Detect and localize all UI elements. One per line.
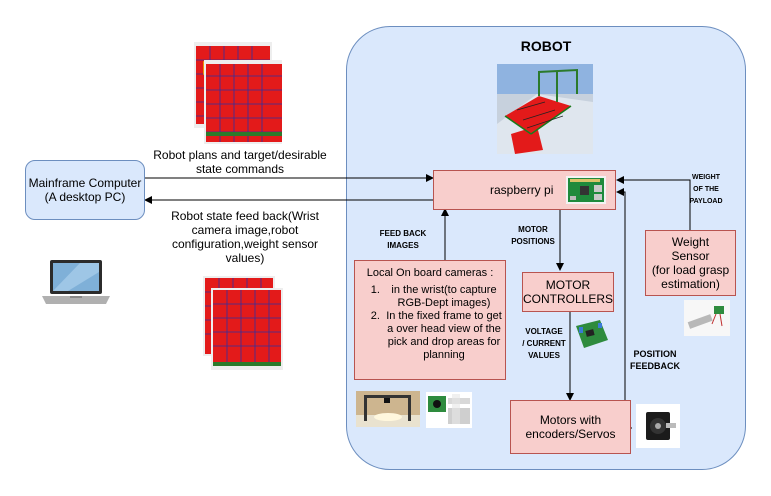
motor-driver-board-icon: [576, 320, 608, 348]
load-cell-icon: [684, 300, 730, 336]
weight-sensor-line3: (for load grasp: [651, 263, 730, 277]
onboard-cameras-node: Local On board cameras : in the wrist(to…: [354, 260, 506, 380]
wrist-camera-module-photo: [426, 392, 472, 428]
edge-weight-line3: PAYLOAD: [689, 198, 723, 205]
weight-sensor-line4: estimation): [661, 277, 720, 291]
cameras-item-fixed-frame: In the fixed frame to get a over head vi…: [383, 310, 505, 362]
motors-line1: Motors with: [539, 413, 602, 427]
edge-position-feedback-line1: POSITION: [633, 349, 677, 359]
arrow-position-feedback: [616, 188, 632, 429]
edge-voltage-line2: / CURRENT: [522, 339, 566, 348]
weight-sensor-node: Weight Sensor (for load grasp estimation…: [645, 230, 736, 296]
mainframe-line2: (A desktop PC): [44, 190, 126, 204]
edge-voltage-line1: VOLTAGE: [525, 327, 563, 336]
motor-controllers-line2: CONTROLLERS: [522, 292, 614, 306]
edge-position-feedback-line2: FEEDBACK: [629, 361, 680, 371]
simulation-scene-thumbnail: [497, 64, 593, 154]
mainframe-computer-node: Mainframe Computer (A desktop PC): [25, 160, 145, 220]
edge-feedback-line4: values): [225, 251, 265, 265]
motor-controllers-line1: MOTOR: [545, 278, 591, 292]
weight-sensor-line1: Weight: [671, 235, 710, 249]
edge-label-position-feedback: POSITION FEEDBACK: [624, 348, 686, 372]
cameras-list: in the wrist(to capture RGB-Dept images)…: [355, 284, 505, 362]
feedback-grid-images: [203, 276, 283, 370]
edge-feedback-images-line2: IMAGES: [387, 241, 419, 250]
servo-motor-icon: [636, 404, 680, 448]
cameras-title: Local On board cameras :: [366, 267, 494, 279]
mainframe-line1: Mainframe Computer: [28, 176, 142, 190]
edge-label-plans: Robot plans and target/desirable state c…: [150, 148, 330, 176]
weight-sensor-line2: Sensor: [671, 249, 710, 263]
edge-motor-positions-line1: MOTOR: [518, 225, 548, 234]
edge-feedback-line2: camera image,robot: [191, 223, 299, 237]
edge-feedback-images-line1: FEED BACK: [379, 229, 427, 238]
laptop-icon: [42, 260, 110, 304]
fixed-frame-camera-photo: [356, 391, 420, 427]
raspberry-pi-label: raspberry pi: [490, 183, 554, 197]
target-state-grid-images: [194, 42, 282, 144]
edge-plans-line1: Robot plans and target/desirable: [153, 148, 327, 162]
edge-label-feedback-images: FEED BACK IMAGES: [370, 228, 436, 252]
edge-weight-line1: WEIGHT: [692, 174, 720, 181]
edge-weight-line2: OF THE: [693, 186, 719, 193]
edge-label-motor-positions: MOTOR POSITIONS: [504, 224, 562, 248]
edge-motor-positions-line2: POSITIONS: [511, 237, 555, 246]
arrow-weight: [616, 176, 691, 230]
edge-feedback-line1: Robot state feed back(Wrist: [171, 209, 319, 223]
edge-label-feedback: Robot state feed back(Wrist camera image…: [160, 209, 330, 265]
cameras-item-wrist: in the wrist(to capture RGB-Dept images): [383, 284, 505, 310]
motor-controllers-node: MOTOR CONTROLLERS: [522, 272, 614, 312]
raspberry-pi-board-icon: [566, 176, 606, 204]
motors-node: Motors with encoders/Servos: [510, 400, 631, 454]
robot-title: ROBOT: [520, 38, 572, 54]
edge-plans-line2: state commands: [195, 162, 285, 176]
edge-label-voltage: VOLTAGE / CURRENT VALUES: [516, 326, 572, 362]
motors-line2: encoders/Servos: [525, 427, 616, 441]
edge-voltage-line3: VALUES: [528, 351, 560, 360]
edge-feedback-line3: configuration,weight sensor: [171, 237, 319, 251]
edge-label-weight-payload: WEIGHT OF THE PAYLOAD: [684, 172, 728, 208]
